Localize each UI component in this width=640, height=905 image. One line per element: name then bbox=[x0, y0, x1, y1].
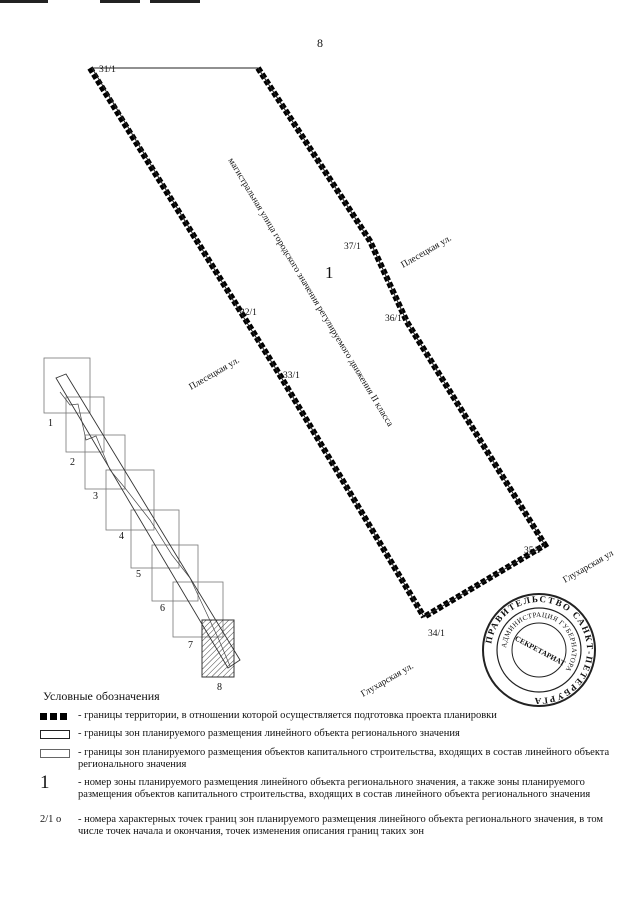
key-sheet-4 bbox=[105, 469, 155, 531]
zone-boundary bbox=[91, 67, 546, 618]
scan-artifact bbox=[150, 0, 200, 3]
key-sheet-8-highlighted bbox=[201, 619, 235, 678]
key-sheet-number: 7 bbox=[188, 640, 193, 651]
legend-text: - номера характерных точек границ зон пл… bbox=[78, 814, 604, 837]
key-corridor bbox=[55, 373, 241, 669]
legend-symbol-point-number: 2/1 о bbox=[40, 814, 62, 825]
key-sheet-number: 5 bbox=[136, 569, 141, 580]
point-label-37: 37/1 bbox=[344, 242, 361, 252]
street-label-plesetskaya-right: Плесецкая ул. bbox=[400, 234, 454, 271]
key-map: 1 2 3 4 5 6 7 8 bbox=[43, 357, 241, 693]
legend-title: Условные обозначения bbox=[43, 689, 160, 703]
key-sheet-5 bbox=[130, 509, 180, 569]
legend-symbol-thick-box bbox=[40, 728, 78, 740]
street-label-glukharskaya-right: Глухарская ул bbox=[562, 549, 616, 586]
key-sheet-6 bbox=[151, 544, 199, 602]
stamp-ring-inner bbox=[511, 622, 567, 678]
legend-item-capital-zone: - границы зон планируемого размещения об… bbox=[40, 747, 630, 771]
street-label-glukharskaya-bottom: Глухарская ул. bbox=[360, 661, 416, 699]
highway-label: магистральная улица городского значения … bbox=[225, 156, 394, 429]
key-sheet-number: 3 bbox=[93, 491, 98, 502]
official-stamp: ПРАВИТЕЛЬСТВО САНКТ-ПЕТЕРБУРГА АДМИНИСТР… bbox=[482, 593, 596, 707]
legend-symbol-zone-number: 1 bbox=[40, 772, 50, 793]
key-sheet-number: 8 bbox=[217, 682, 222, 693]
legend-symbol-thin-box bbox=[40, 747, 78, 759]
legend-text: - номер зоны планируемого размещения лин… bbox=[78, 777, 591, 800]
point-label-32: 32/1 bbox=[240, 308, 257, 318]
key-sheet-3 bbox=[84, 434, 126, 490]
street-label-plesetskaya-left: Плесецкая ул. bbox=[188, 356, 242, 393]
page-number: 8 bbox=[317, 36, 323, 50]
key-sheet-number: 1 bbox=[48, 418, 53, 429]
point-label-36: 36/1 bbox=[385, 314, 402, 324]
scan-artifact bbox=[100, 0, 140, 3]
key-sheet-number: 6 bbox=[160, 603, 165, 614]
stamp-ring-outer bbox=[482, 593, 596, 707]
territory-boundary-left bbox=[87, 66, 427, 619]
point-label-31: 31/1 bbox=[99, 65, 116, 75]
legend-text: - границы территории, в отношении которо… bbox=[78, 710, 497, 721]
key-corridor-inner bbox=[59, 391, 231, 667]
territory-boundary-right bbox=[255, 66, 550, 620]
legend-item-point-numbers: 2/1 о - номера характерных точек границ … bbox=[40, 814, 630, 838]
stamp-ring-middle bbox=[496, 607, 582, 693]
stamp-inner-text: АДМИНИСТРАЦИЯ ГУБЕРНАТОРА bbox=[500, 611, 578, 673]
point-label-34: 34/1 bbox=[428, 629, 445, 639]
legend-symbol-dotted-boundary bbox=[40, 710, 78, 722]
key-sheet-7 bbox=[172, 581, 224, 638]
point-label-33: 33/1 bbox=[283, 371, 300, 381]
scan-artifact bbox=[0, 0, 48, 3]
point-label-35: 35/1 bbox=[524, 546, 541, 556]
key-sheet-number: 2 bbox=[70, 457, 75, 468]
legend-item-zone-number: 1 - номер зоны планируемого размещения л… bbox=[40, 772, 630, 801]
legend-text: - границы зон планируемого размещения ли… bbox=[78, 728, 460, 739]
zone-number: 1 bbox=[325, 263, 334, 282]
legend-text: - границы зон планируемого размещения об… bbox=[78, 747, 610, 770]
legend-item-territory: - границы территории, в отношении которо… bbox=[40, 710, 630, 722]
key-sheet-1 bbox=[43, 357, 91, 414]
stamp-center-text: СЕКРЕТАРИАТ bbox=[513, 634, 566, 668]
legend-item-linear-zone: - границы зон планируемого размещения ли… bbox=[40, 728, 630, 740]
key-sheet-number: 4 bbox=[119, 531, 124, 542]
